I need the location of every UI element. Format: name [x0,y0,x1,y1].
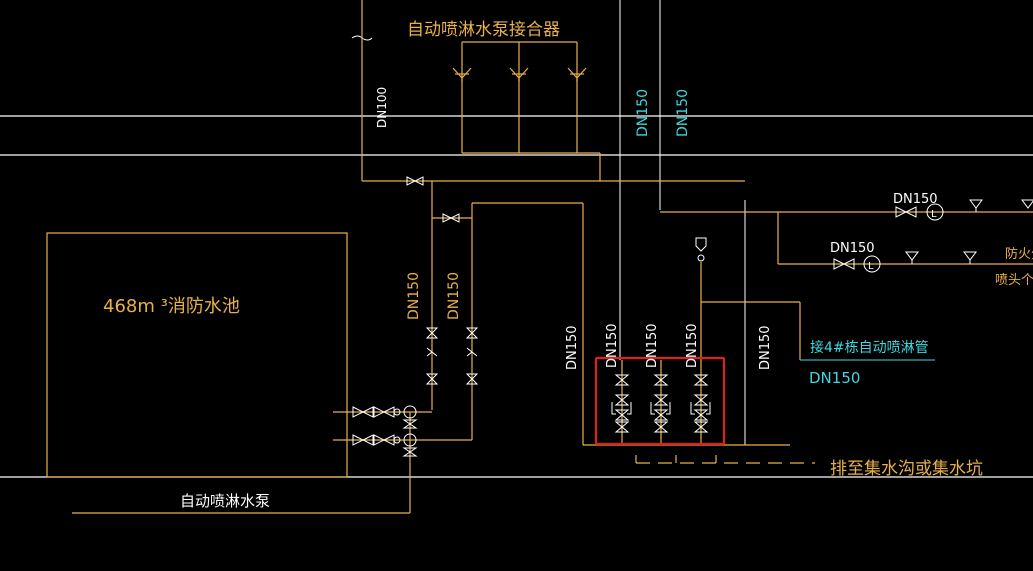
dn150-right-top: DN150 [893,192,938,207]
tank-label: 468m ³消防水池 [103,296,240,317]
dn150-alarm-1: DN150 [605,323,620,368]
dn150-cyan-2: DN150 [675,89,691,137]
connect-dn150-label: DN150 [809,369,860,387]
wall-lines [619,0,746,445]
dn150-riser-1: DN150 [406,272,422,320]
pressure-gauge [695,237,707,262]
dn150-alarm-3: DN150 [685,323,700,368]
pump-label: 自动喷淋水泵 [180,492,270,510]
right-valves [833,199,1033,273]
pipe-network [72,0,1033,514]
highlight-box [594,356,726,446]
dn150-alarm-2: DN150 [645,323,660,368]
connector-label: 自动喷淋水泵接合器 [407,20,560,40]
drain-label: 排至集水沟或集水坑 [830,459,983,479]
flow-switch-l-2: L [868,261,874,272]
flow-switch-l-1: L [931,209,937,220]
riser-valves [425,327,479,385]
dn150-riser-3: DN150 [565,325,580,370]
dn100-label: DN100 [375,87,389,128]
pump-assemblies [352,405,418,457]
dn150-cyan-1: DN150 [635,89,651,137]
gate-valve-top [406,176,460,223]
partial-right-label-2: 喷头个数 [995,273,1033,288]
dn150-right-mid: DN150 [830,241,875,256]
dn150-riser-2: DN150 [446,272,462,320]
alarm-valve-groups [611,374,711,433]
partial-right-label-1: 防火分 [1005,246,1033,262]
connect-to-label: 接4#栋自动喷淋管 [810,339,929,356]
dn150-riser-right: DN150 [758,325,773,370]
water-tank [46,232,348,478]
